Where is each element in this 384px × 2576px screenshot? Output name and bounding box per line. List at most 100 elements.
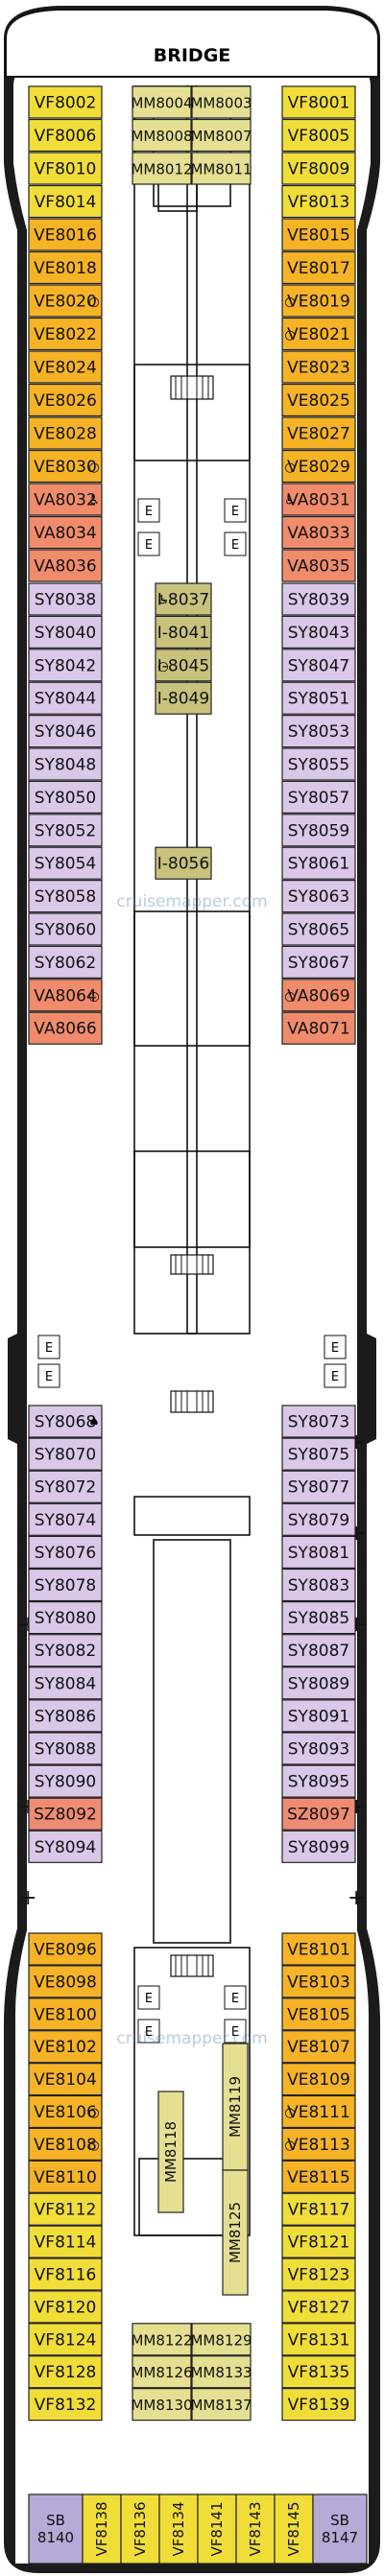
cabin-ve8015[interactable]: VE8015: [281, 218, 356, 251]
cabin-ve8098[interactable]: VE8098: [28, 1965, 103, 1998]
cabin-mm8122[interactable]: MM8122: [131, 2323, 193, 2356]
cabin-sy8043[interactable]: SY8043: [281, 615, 356, 650]
cabin-vf8114[interactable]: VF8114: [28, 2225, 103, 2258]
cabin-ve8109[interactable]: VE8109: [281, 2063, 356, 2096]
cabin-ve8017[interactable]: VE8017: [281, 250, 356, 285]
elevator-icon[interactable]: E: [324, 1335, 347, 1359]
elevator-icon[interactable]: E: [137, 498, 160, 523]
cabin-vf8145[interactable]: VF8145: [274, 2493, 314, 2564]
cabin-ve8028[interactable]: VE8028: [28, 416, 103, 450]
cabin-sy8090[interactable]: SY8090: [28, 1764, 103, 1798]
cabin-ve8029[interactable]: VE8029○: [281, 449, 356, 484]
elevator-icon[interactable]: E: [137, 2019, 160, 2044]
cabin-mm8004[interactable]: MM8004: [131, 85, 193, 119]
cabin-ve8096[interactable]: VE8096: [28, 1932, 103, 1966]
cabin-ve8025[interactable]: VE8025: [281, 383, 356, 417]
cabin-vf8116[interactable]: VF8116: [28, 2257, 103, 2291]
cabin-sy8054[interactable]: SY8054: [28, 846, 103, 880]
cabin-va8064[interactable]: VA8064○: [28, 979, 103, 1012]
cabin-mm8137[interactable]: MM8137: [190, 2388, 252, 2422]
cabin-vf8002[interactable]: VF8002: [28, 85, 103, 119]
cabin-va8033[interactable]: VA8033: [281, 515, 356, 550]
cabin-vf8132[interactable]: VF8132: [28, 2388, 103, 2422]
cabin-va8032[interactable]: VA8032♿: [28, 483, 103, 516]
cabin-sy8078[interactable]: SY8078: [28, 1568, 103, 1602]
cabin-vf8127[interactable]: VF8127: [281, 2290, 356, 2324]
cabin-mm8012[interactable]: MM8012: [131, 152, 193, 185]
cabin-sy8087[interactable]: SY8087: [281, 1634, 356, 1667]
cabin-sy8048[interactable]: SY8048: [28, 747, 103, 781]
cabin-sy8050[interactable]: SY8050: [28, 780, 103, 815]
cabin-ve8108[interactable]: VE8108○: [28, 2127, 103, 2161]
cabin-sy8067[interactable]: SY8067: [281, 945, 356, 980]
cabin-sy8062[interactable]: SY8062: [28, 945, 103, 980]
cabin-ve8026[interactable]: VE8026: [28, 383, 103, 417]
elevator-icon[interactable]: E: [224, 1985, 247, 2010]
elevator-icon[interactable]: E: [224, 498, 247, 523]
cabin-ve8027[interactable]: VE8027: [281, 416, 356, 450]
cabin-va8066[interactable]: VA8066: [28, 1011, 103, 1045]
cabin-vf8121[interactable]: VF8121: [281, 2225, 356, 2258]
cabin-sy8053[interactable]: SY8053: [281, 714, 356, 748]
cabin-va8036[interactable]: VA8036: [28, 549, 103, 582]
cabin-sy8095[interactable]: SY8095: [281, 1764, 356, 1798]
cabin-i-8056[interactable]: I-8056: [155, 846, 212, 880]
elevator-icon[interactable]: E: [224, 2019, 247, 2044]
cabin-sy8093[interactable]: SY8093: [281, 1732, 356, 1765]
cabin-vf8143[interactable]: VF8143: [235, 2493, 276, 2564]
cabin-vf8128[interactable]: VF8128: [28, 2355, 103, 2389]
cabin-ve8016[interactable]: VE8016: [28, 218, 103, 251]
cabin-sy8074[interactable]: SY8074: [28, 1502, 103, 1536]
cabin-ve8024[interactable]: VE8024: [28, 350, 103, 384]
cabin-sy8086[interactable]: SY8086: [28, 1699, 103, 1733]
cabin-i-8045[interactable]: I-8045○: [155, 649, 212, 682]
cabin-sy8079[interactable]: SY8079: [281, 1502, 356, 1536]
cabin-ve8021[interactable]: VE8021○: [281, 317, 356, 351]
cabin-va8034[interactable]: VA8034: [28, 515, 103, 550]
cabin-vf8120[interactable]: VF8120: [28, 2290, 103, 2324]
cabin-sy8061[interactable]: SY8061: [281, 846, 356, 880]
cabin-vf8136[interactable]: VF8136: [120, 2493, 160, 2564]
cabin-ve8030[interactable]: VE8030○: [28, 449, 103, 484]
cabin-i-8049[interactable]: I-8049: [155, 681, 212, 715]
cabin-sy8051[interactable]: SY8051: [281, 681, 356, 715]
elevator-icon[interactable]: E: [37, 1335, 60, 1359]
cabin-vf8009[interactable]: VF8009: [281, 152, 356, 185]
cabin-vf8013[interactable]: VF8013: [281, 184, 356, 219]
cabin-sz8097[interactable]: SZ8097: [281, 1797, 356, 1831]
cabin-vf8123[interactable]: VF8123: [281, 2257, 356, 2291]
cabin-vf8010[interactable]: VF8010: [28, 152, 103, 185]
cabin-vf8135[interactable]: VF8135: [281, 2355, 356, 2389]
elevator-icon[interactable]: E: [137, 532, 160, 556]
cabin-ve8111[interactable]: VE8111○: [281, 2094, 356, 2129]
cabin-sy8081[interactable]: SY8081: [281, 1535, 356, 1570]
cabin-sy8052[interactable]: SY8052: [28, 814, 103, 847]
cabin-sy8058[interactable]: SY8058: [28, 879, 103, 913]
cabin-vf8001[interactable]: VF8001: [281, 85, 356, 119]
cabin-sy8057[interactable]: SY8057: [281, 780, 356, 815]
cabin-mm8125[interactable]: MM8125: [222, 2169, 249, 2296]
cabin-sy8076[interactable]: SY8076: [28, 1535, 103, 1570]
cabin-sy8059[interactable]: SY8059: [281, 814, 356, 847]
cabin-va8071[interactable]: VA8071: [281, 1011, 356, 1045]
cabin-mm8130[interactable]: MM8130: [131, 2388, 193, 2422]
cabin-mm8007[interactable]: MM8007: [190, 118, 252, 153]
cabin-sy8047[interactable]: SY8047: [281, 649, 356, 682]
cabin-vf8006[interactable]: VF8006: [28, 118, 103, 153]
cabin-ve8115[interactable]: VE8115: [281, 2160, 356, 2193]
cabin-sy8073[interactable]: SY8073: [281, 1405, 356, 1438]
cabin-va8035[interactable]: VA8035: [281, 549, 356, 582]
cabin-sy8070[interactable]: SY8070: [28, 1437, 103, 1471]
cabin-sy8063[interactable]: SY8063: [281, 879, 356, 913]
cabin-ve8107[interactable]: VE8107: [281, 2030, 356, 2064]
cabin-sy8084[interactable]: SY8084: [28, 1666, 103, 1700]
cabin-vf8134[interactable]: VF8134: [158, 2493, 199, 2564]
cabin-i-8037[interactable]: I-8037♿: [155, 582, 212, 616]
cabin-mm8126[interactable]: MM8126: [131, 2355, 193, 2389]
cabin-mm8119[interactable]: MM8119: [222, 2043, 249, 2171]
cabin-sy8038[interactable]: SY8038: [28, 582, 103, 616]
cabin-sy8040[interactable]: SY8040: [28, 615, 103, 650]
cabin-vf8117[interactable]: VF8117: [281, 2192, 356, 2226]
cabin-vf8014[interactable]: VF8014: [28, 184, 103, 219]
